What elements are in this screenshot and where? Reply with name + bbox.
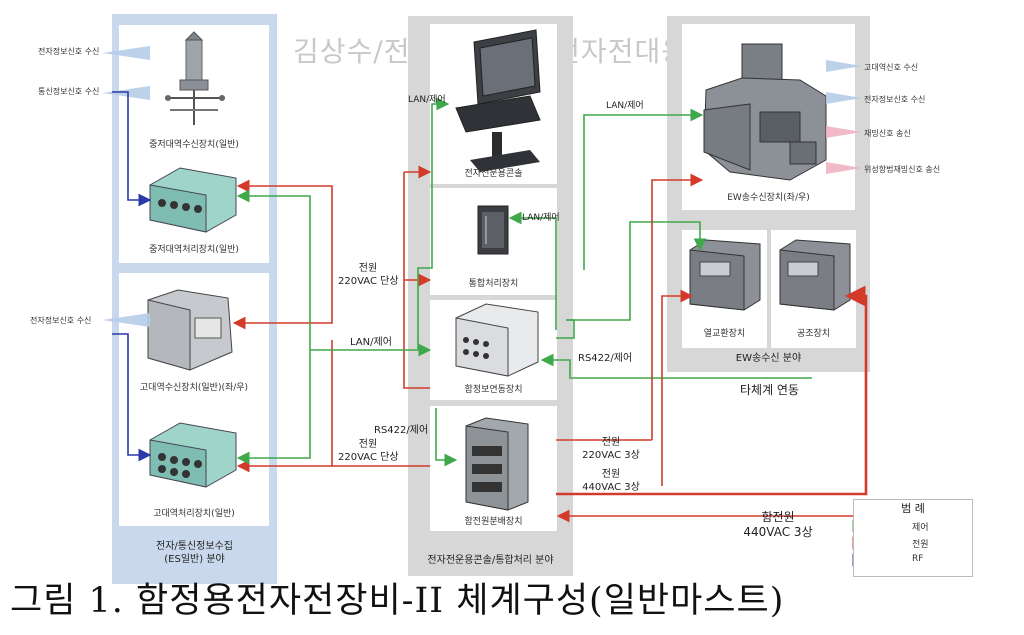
wire-power-440-l1: 전원 [601, 469, 621, 480]
wire-lan-integrated: LAN/제어 [522, 213, 560, 223]
rs422-left [435, 408, 458, 467]
ship-link-label: 함정보연동장치 [464, 385, 523, 395]
wire-power-left-b-l1: 전원 [358, 439, 378, 450]
heat-exchanger-label: 열교환장치 [703, 329, 746, 339]
control-rs422-right [566, 221, 707, 321]
wire-power-440: 전원 440VAC 3상 [576, 468, 646, 494]
power-to-highband-rx [232, 272, 333, 330]
legend-title: 범 례 [901, 502, 925, 515]
control-external-link [540, 353, 812, 379]
wire-power-220-l1: 전원 [601, 437, 621, 448]
legend-control: 제어 [912, 520, 929, 533]
control-lan-ew [583, 108, 704, 270]
control-to-midlow [236, 189, 311, 350]
wire-power-left-l2: 220VAC 단상 [338, 276, 399, 287]
wire-power-220: 전원 220VAC 3상 [576, 436, 646, 462]
ew-signal-4: 위성항법재밍신호 송신 [864, 165, 941, 174]
wire-lan-left: LAN/제어 [350, 337, 392, 348]
power-to-heat [661, 289, 694, 486]
signal-label-3: 전자정보신호 수신 [30, 316, 92, 325]
highband-receiver-label: 고대역수신장치(일반)(좌/우) [139, 383, 249, 393]
aircon-label: 공조장치 [796, 329, 831, 339]
ew-section-label: EW송수신 분야 [735, 353, 802, 364]
rf-beam-r3 [826, 126, 862, 138]
highband-processor-drawing [149, 422, 237, 488]
ew-signal-2: 전자정보신호 수신 [864, 95, 926, 104]
wire-power-left-b-l2: 220VAC 단상 [338, 452, 399, 463]
signal-label-1: 전자정보신호 수신 [38, 47, 100, 56]
rf-beam-r4 [826, 162, 862, 174]
integrated-processor-label: 통합처리장치 [468, 279, 519, 289]
highband-processor-label: 고대역처리장치(일반) [153, 509, 235, 519]
ship-link-drawing [455, 303, 539, 377]
wire-rs422-left: RS422/제어 [374, 425, 429, 436]
legend-power: 전원 [912, 537, 929, 550]
rf-line-bottom [112, 333, 152, 462]
ew-transceiver-label: EW송수신장치(좌/우) [727, 193, 810, 203]
heat-exchanger-drawing [689, 239, 761, 311]
wire-external-link: 타체계 연동 [740, 383, 800, 397]
wire-ship-power: 함전원 440VAC 3상 [738, 510, 818, 540]
ew-signal-3: 재밍신호 송신 [864, 129, 911, 138]
power-to-midlow [236, 179, 333, 272]
power-dist-label: 함전원분배장치 [464, 517, 523, 527]
es-section-label-line2: (ES일반) 분야 [164, 554, 225, 565]
wire-power-220-l2: 220VAC 3상 [582, 450, 640, 461]
rf-line-top [112, 91, 152, 207]
wire-power-left-b: 전원 220VAC 단상 [338, 438, 399, 464]
integrated-processor-drawing [477, 205, 509, 255]
ew-console-drawing [455, 29, 541, 172]
midlow-receiver-drawing [165, 31, 225, 125]
ew-console-label: 전자전운용콘솔 [464, 169, 523, 179]
midlow-processor-drawing [149, 167, 237, 233]
power-440-3phase [556, 285, 868, 496]
rf-beam-3 [102, 313, 150, 327]
rf-beam-1 [102, 46, 150, 60]
wire-power-440-l2: 440VAC 3상 [582, 482, 640, 493]
console-section-label: 전자전운용콘솔/통합처리 분야 [427, 555, 554, 566]
legend: 범 례 제어 전원 RF [853, 499, 973, 577]
figure-caption: 그림 1. 함정용전자전장비-II 체계구성(일반마스트) [10, 581, 785, 621]
wire-rs422-right: RS422/제어 [578, 353, 633, 364]
aircon-drawing [779, 239, 851, 311]
control-to-integrated [508, 211, 557, 330]
signal-label-2: 통신정보신호 수신 [38, 87, 100, 96]
control-ship-link [556, 319, 575, 339]
rf-beam-2 [102, 86, 150, 100]
wire-power-left-l1: 전원 [358, 263, 378, 274]
es-section-label: 전자/통신정보수집 (ES일반) 분야 [112, 540, 277, 566]
legend-rf: RF [912, 554, 923, 564]
legend-power-label: 전원 [912, 540, 929, 550]
legend-control-label: 제어 [912, 523, 929, 533]
highband-receiver-drawing [147, 289, 233, 371]
control-to-highband-proc [236, 350, 311, 465]
wire-lan-console: LAN/제어 [408, 95, 446, 105]
rf-beam-r2 [826, 92, 862, 104]
midlow-processor-label: 중저대역처리장치(일반) [149, 245, 239, 255]
power-center-vertical [403, 172, 430, 389]
power-dist-drawing [465, 417, 529, 511]
es-section-label-line1: 전자/통신정보수집 [156, 541, 233, 552]
wire-ship-power-l1: 함전원 [761, 510, 795, 524]
ew-transceiver-drawing [703, 43, 827, 181]
rf-beam-r1 [826, 60, 862, 72]
legend-rf-label: RF [912, 554, 924, 564]
wire-lan-ew: LAN/제어 [606, 101, 644, 111]
wire-power-left: 전원 220VAC 단상 [338, 262, 399, 288]
wire-ship-power-l2: 440VAC 3상 [743, 525, 813, 539]
midlow-receiver-label: 중저대역수신장치(일반) [149, 140, 239, 150]
control-to-console [417, 97, 450, 350]
ew-signal-1: 고대역신호 수신 [864, 63, 919, 72]
power-to-ew [651, 173, 704, 440]
